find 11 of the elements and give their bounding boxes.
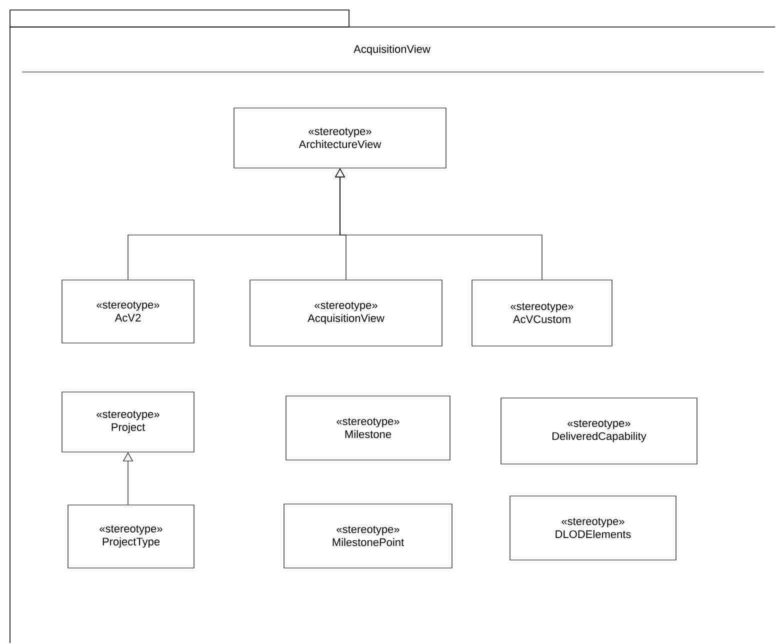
class-box: «stereotype» DeliveredCapability (500, 398, 698, 464)
node-label: AcquisitionView (354, 44, 430, 56)
class-box: «stereotype» MilestonePoint (284, 504, 452, 568)
class-box: «stereotype» DLODElements (510, 496, 676, 560)
class-box: «stereotype» ProjectType (68, 504, 194, 568)
class-box: «stereotype» ArchitectureView (234, 108, 446, 168)
class-box: «stereotype» AcquisitionView (250, 280, 442, 346)
class-box: «stereotype» Milestone (286, 396, 450, 460)
class-box: «stereotype» AcVCustom (472, 280, 612, 346)
class-box: «stereotype» Project (62, 392, 194, 452)
class-box: «stereotype» AcV2 (62, 280, 194, 344)
